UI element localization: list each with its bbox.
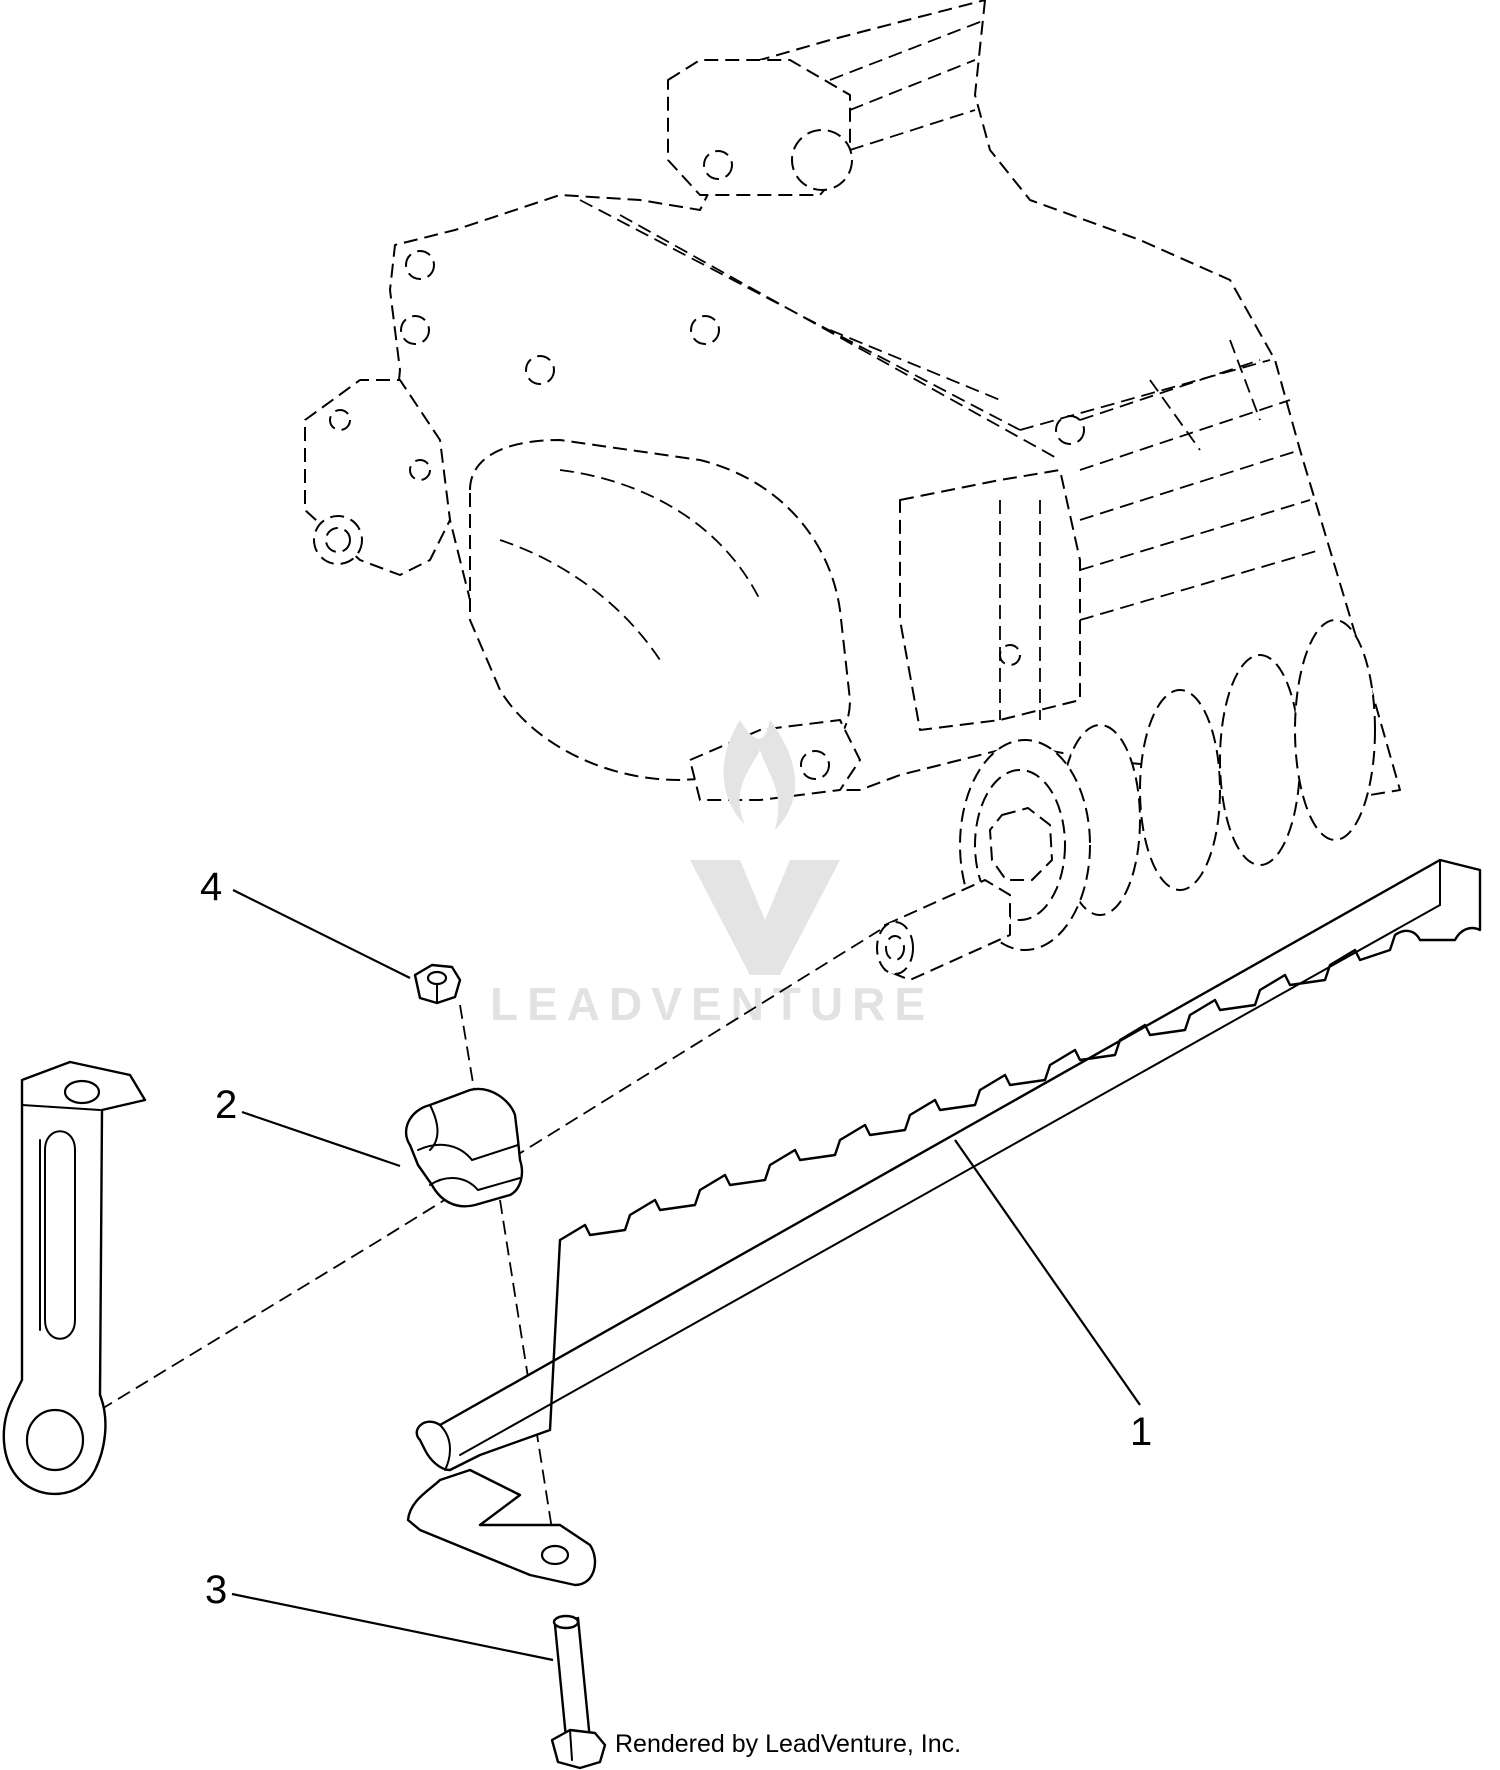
callout-label-1: 1 [1130,1410,1152,1454]
callout-label-2: 2 [215,1083,237,1127]
part-2-clamp [404,1087,524,1208]
watermark-text: LEADVENTURE [490,978,934,1030]
phantom-reel-assembly [304,0,1401,981]
callout-3: 3 [205,1568,554,1662]
link-arm [2,1060,147,1496]
callout-label-3: 3 [205,1568,227,1612]
part-4-nut [413,963,462,1005]
callout-label-4: 4 [200,865,222,909]
callout-4: 4 [200,865,411,979]
leadventure-watermark: LEADVENTURE [490,720,934,1030]
part-3-bolt [550,1614,607,1770]
part-1-bedknife-bar [406,858,1482,1587]
flame-logo-icon [690,720,840,975]
render-credit: Rendered by LeadVenture, Inc. [615,1730,961,1758]
callout-1: 1 [954,1139,1152,1454]
callout-2: 2 [215,1083,401,1168]
